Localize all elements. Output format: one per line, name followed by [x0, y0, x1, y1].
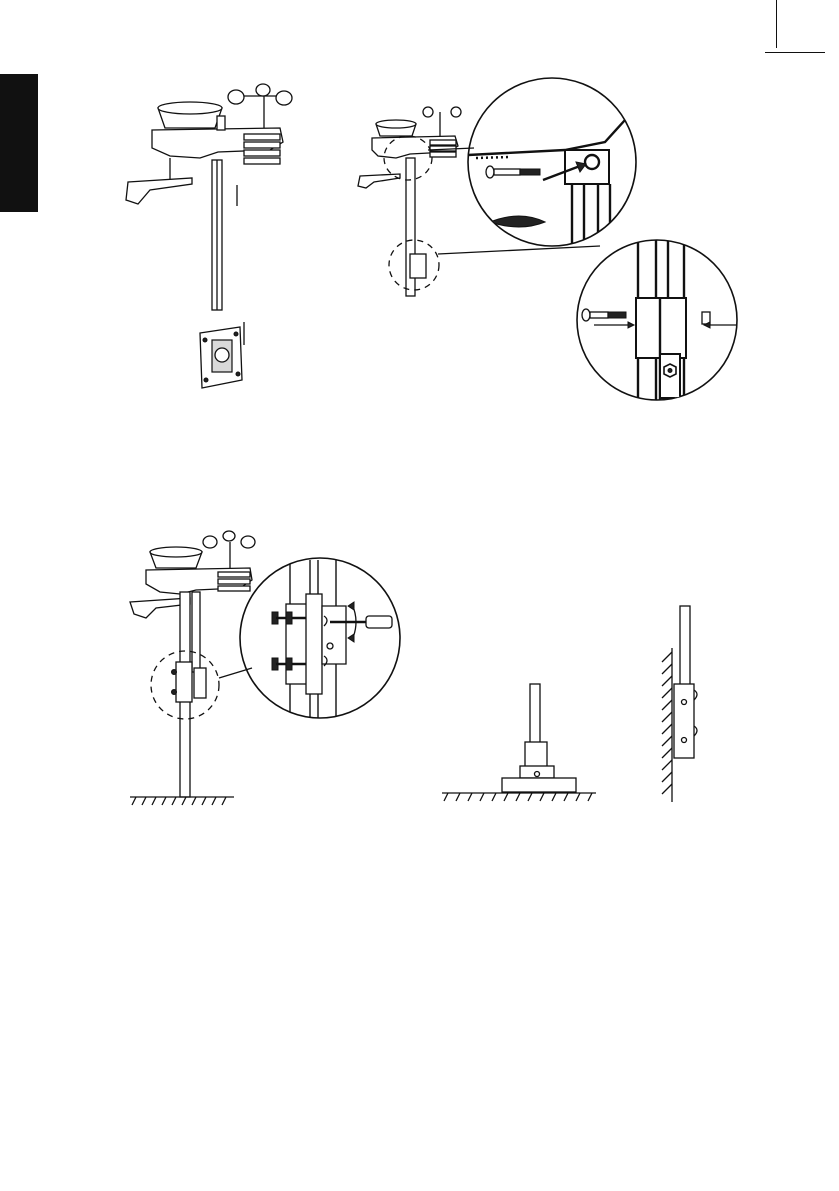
figure-screw-fastening-detail: [358, 78, 737, 400]
weather-sensor-icon: [126, 84, 292, 310]
screw-icon: [582, 309, 626, 321]
figure-ground-mounting: [442, 684, 596, 801]
pole: [680, 606, 690, 686]
wall-bracket-icon: [674, 684, 697, 758]
u-bolt-clamp-icon: [172, 662, 207, 702]
magnifier-circle-icon: [240, 558, 400, 720]
sensor-pipe: [192, 592, 200, 672]
nut-icon: [664, 364, 676, 377]
figure-pole-mounting: [130, 531, 400, 805]
ground-line: [130, 797, 234, 805]
leader-line-bottom: [438, 246, 600, 254]
wall-hatch-icon: [662, 648, 672, 802]
magnifier-circle-icon: [577, 236, 737, 400]
weather-sensor-icon: [358, 107, 461, 296]
figure-wall-mounting: [662, 606, 697, 802]
pole: [530, 684, 540, 744]
wall-bracket-icon: [200, 322, 244, 388]
figure-sensor-assembly: [126, 84, 292, 388]
ground-base-icon: [502, 742, 576, 792]
screw-icon: [486, 166, 540, 178]
magnifier-circle-icon: [468, 78, 636, 260]
